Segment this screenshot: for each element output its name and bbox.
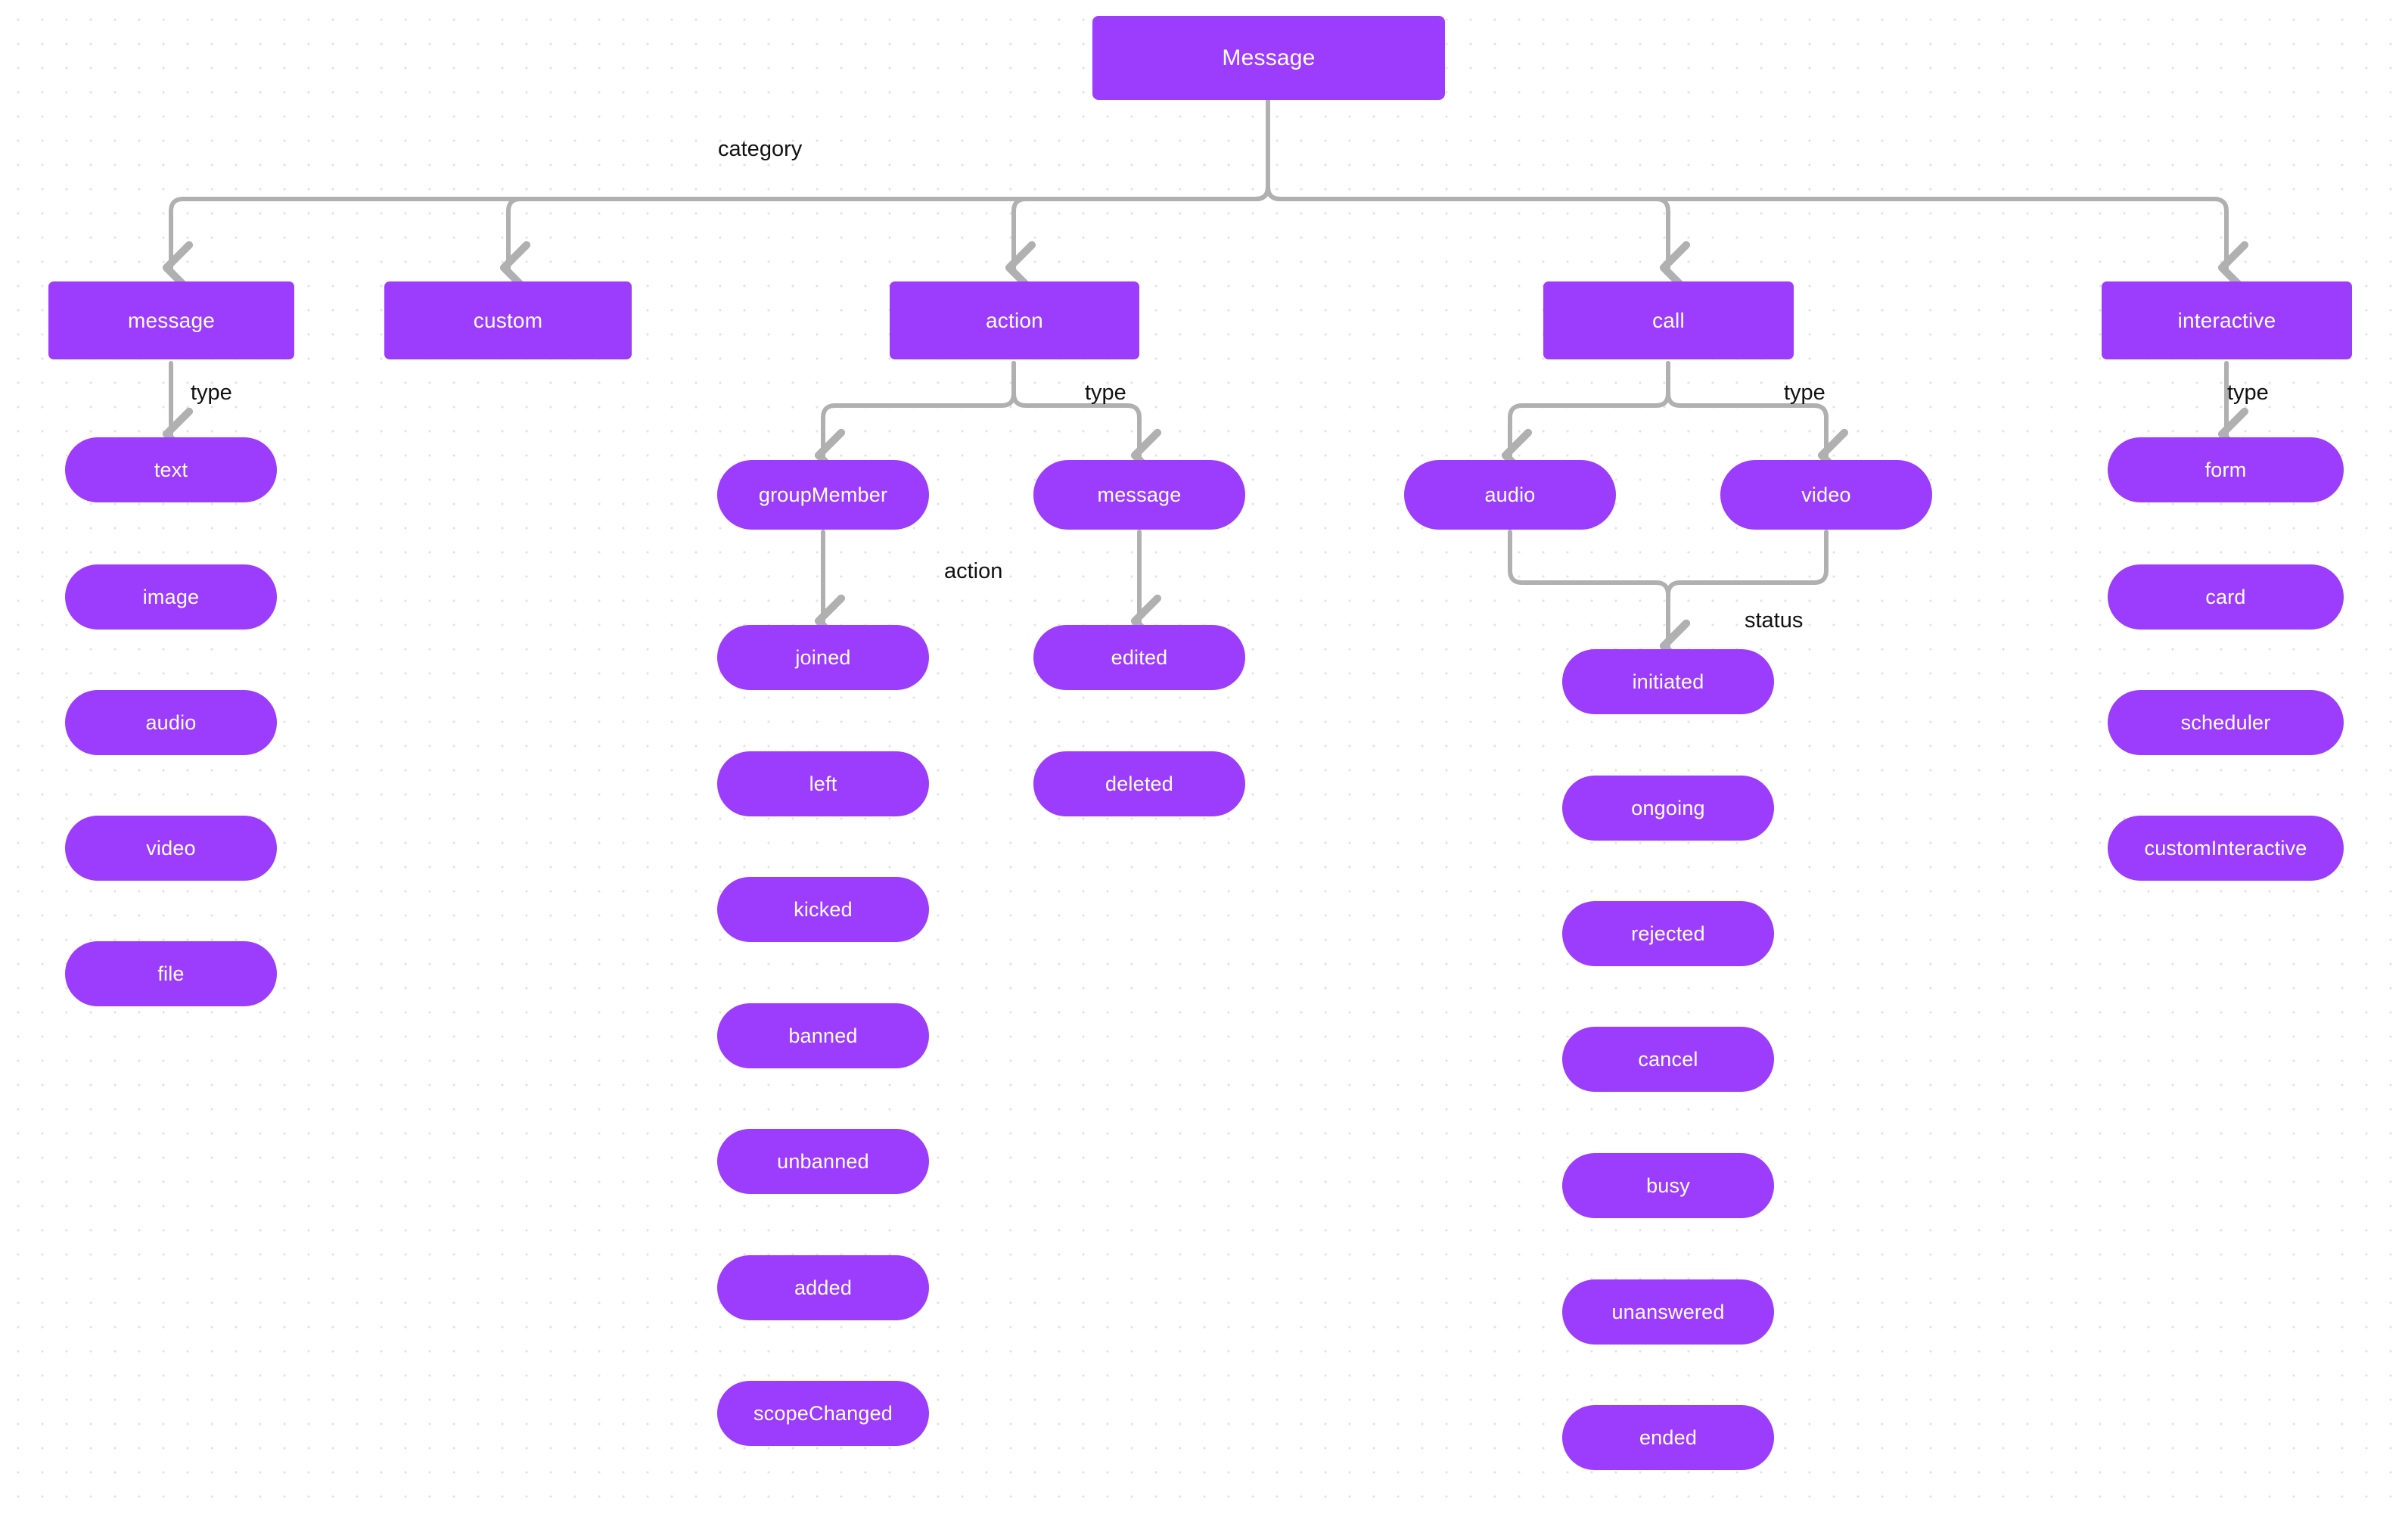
node-label: video bbox=[146, 836, 196, 860]
node-groupmember-action-scopechanged[interactable]: scopeChanged bbox=[717, 1381, 929, 1446]
node-label: cancel bbox=[1638, 1047, 1698, 1071]
node-call-type-audio[interactable]: audio bbox=[1404, 460, 1616, 530]
node-label: video bbox=[1801, 483, 1851, 506]
node-label: call bbox=[1652, 308, 1685, 332]
node-label: text bbox=[154, 458, 188, 481]
node-category-custom[interactable]: custom bbox=[384, 281, 632, 359]
node-category-interactive[interactable]: interactive bbox=[2102, 281, 2352, 359]
node-label: interactive bbox=[2177, 308, 2276, 332]
node-label: unbanned bbox=[777, 1149, 869, 1173]
node-root-message[interactable]: Message bbox=[1092, 16, 1445, 100]
node-groupmember-action-added[interactable]: added bbox=[717, 1255, 929, 1320]
edge-root-custom bbox=[499, 98, 1270, 294]
node-category-call[interactable]: call bbox=[1543, 281, 1794, 359]
node-groupmember-action-kicked[interactable]: kicked bbox=[717, 877, 929, 942]
node-message-type-video[interactable]: video bbox=[65, 816, 277, 881]
node-call-status-busy[interactable]: busy bbox=[1562, 1153, 1774, 1218]
node-label: custom bbox=[473, 308, 543, 332]
node-call-status-ongoing[interactable]: ongoing bbox=[1562, 776, 1774, 841]
node-groupmember-action-banned[interactable]: banned bbox=[717, 1003, 929, 1068]
edge-audio-initiated bbox=[1508, 530, 1691, 673]
node-label: ongoing bbox=[1631, 796, 1705, 819]
edge-call-video bbox=[1666, 361, 1849, 482]
edge-label-status-call: status bbox=[1745, 608, 1804, 633]
node-label: unanswered bbox=[1611, 1300, 1725, 1323]
edge-root-call bbox=[1266, 98, 1691, 294]
node-action-type-groupmember[interactable]: groupMember bbox=[717, 460, 929, 530]
node-message-type-file[interactable]: file bbox=[65, 941, 277, 1006]
node-label: audio bbox=[1484, 483, 1536, 506]
node-label: Message bbox=[1222, 45, 1316, 70]
node-interactive-type-form[interactable]: form bbox=[2108, 437, 2344, 502]
node-label: customInteractive bbox=[2144, 836, 2307, 860]
node-label: card bbox=[2205, 585, 2246, 608]
node-label: message bbox=[1097, 483, 1182, 506]
node-label: scheduler bbox=[2180, 710, 2271, 734]
node-label: busy bbox=[1646, 1174, 1690, 1197]
node-groupmember-action-left[interactable]: left bbox=[717, 751, 929, 816]
edge-label-type-message: type bbox=[191, 381, 232, 405]
edge-root-interactive bbox=[1266, 98, 2249, 294]
edge-call-audio bbox=[1501, 361, 1670, 482]
edge-root-action bbox=[1005, 98, 1270, 294]
edge-label-category: category bbox=[718, 137, 803, 161]
edge-label-type-action: type bbox=[1085, 381, 1126, 405]
node-label: kicked bbox=[794, 897, 853, 921]
node-call-status-unanswered[interactable]: unanswered bbox=[1562, 1279, 1774, 1345]
node-message-action-deleted[interactable]: deleted bbox=[1033, 751, 1245, 816]
node-label: initiated bbox=[1632, 670, 1704, 693]
node-call-type-video[interactable]: video bbox=[1720, 460, 1932, 530]
edge-root-message bbox=[162, 98, 1270, 294]
node-label: image bbox=[142, 585, 200, 608]
node-label: form bbox=[2204, 458, 2247, 481]
node-interactive-type-scheduler[interactable]: scheduler bbox=[2108, 690, 2344, 755]
node-call-status-cancel[interactable]: cancel bbox=[1562, 1027, 1774, 1092]
node-interactive-type-custominteractive[interactable]: customInteractive bbox=[2108, 816, 2344, 881]
node-label: groupMember bbox=[758, 483, 888, 506]
node-label: action bbox=[986, 308, 1043, 332]
node-message-action-edited[interactable]: edited bbox=[1033, 625, 1245, 690]
node-groupmember-action-unbanned[interactable]: unbanned bbox=[717, 1129, 929, 1194]
node-groupmember-action-joined[interactable]: joined bbox=[717, 625, 929, 690]
node-label: joined bbox=[795, 645, 851, 669]
node-call-status-initiated[interactable]: initiated bbox=[1562, 649, 1774, 714]
node-category-action[interactable]: action bbox=[890, 281, 1139, 359]
node-label: file bbox=[157, 962, 185, 985]
node-call-status-ended[interactable]: ended bbox=[1562, 1405, 1774, 1470]
edge-action-message bbox=[1011, 361, 1162, 482]
node-label: rejected bbox=[1631, 922, 1705, 945]
node-call-status-rejected[interactable]: rejected bbox=[1562, 901, 1774, 966]
node-message-type-image[interactable]: image bbox=[65, 564, 277, 630]
node-message-type-audio[interactable]: audio bbox=[65, 690, 277, 755]
edge-label-type-interactive: type bbox=[2227, 381, 2269, 405]
node-label: audio bbox=[145, 710, 197, 734]
node-label: added bbox=[794, 1276, 853, 1299]
node-category-message[interactable]: message bbox=[48, 281, 294, 359]
node-interactive-type-card[interactable]: card bbox=[2108, 564, 2344, 630]
node-label: scopeChanged bbox=[753, 1401, 893, 1425]
node-action-type-message[interactable]: message bbox=[1033, 460, 1245, 530]
edge-label-action-groupmember: action bbox=[944, 559, 1003, 583]
node-message-type-text[interactable]: text bbox=[65, 437, 277, 502]
node-label: message bbox=[127, 308, 215, 332]
node-label: left bbox=[809, 772, 837, 795]
edge-label-type-call: type bbox=[1784, 381, 1825, 405]
node-label: deleted bbox=[1105, 772, 1173, 795]
node-label: banned bbox=[788, 1024, 858, 1047]
node-label: ended bbox=[1639, 1425, 1698, 1449]
edge-action-groupmember bbox=[814, 361, 1016, 482]
node-label: edited bbox=[1111, 645, 1168, 669]
